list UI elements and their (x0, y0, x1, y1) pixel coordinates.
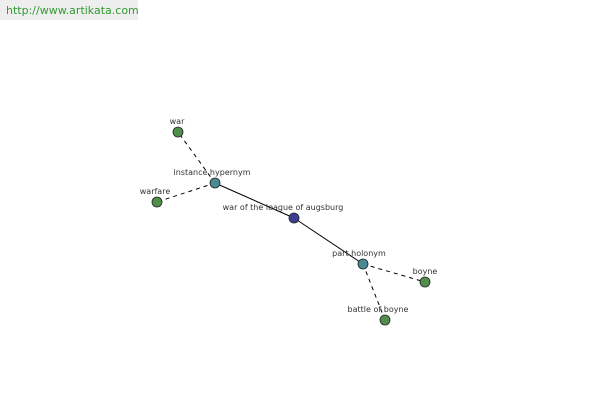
label-part: part holonym (332, 249, 386, 258)
edge-instance-war (177, 131, 216, 184)
label-boyne: boyne (413, 267, 438, 276)
site-url-link[interactable]: http://www.artikata.com (6, 4, 139, 17)
edge-center-instance (214, 182, 295, 219)
label-center: war of the league of augsburg (223, 203, 344, 212)
graph-nodes (151, 126, 431, 326)
label-war: war (170, 117, 185, 126)
node-warfare[interactable] (151, 196, 163, 208)
graph-edges (156, 131, 426, 321)
edge-part-battle (362, 263, 386, 321)
node-center[interactable] (288, 212, 300, 224)
edge-part-boyne (362, 263, 426, 283)
node-instance[interactable] (209, 177, 221, 189)
graph-labels: war of the league of augsburg instance hy… (140, 117, 438, 314)
edge-center-part (293, 217, 364, 265)
url-banner: http://www.artikata.com (0, 0, 139, 20)
node-war[interactable] (172, 126, 184, 138)
label-battle: battle of boyne (348, 305, 409, 314)
node-battle[interactable] (379, 314, 391, 326)
label-instance: instance hypernym (174, 168, 251, 177)
node-part[interactable] (357, 258, 369, 270)
node-boyne[interactable] (419, 276, 431, 288)
edge-instance-warfare (156, 182, 216, 203)
label-warfare: warfare (140, 187, 171, 196)
